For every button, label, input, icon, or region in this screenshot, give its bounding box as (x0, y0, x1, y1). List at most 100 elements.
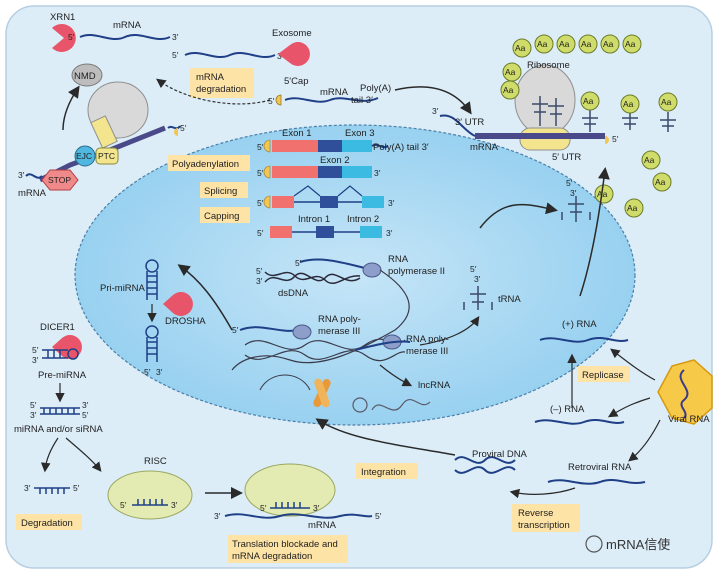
to-degradation-arrow (40, 437, 59, 473)
five-prime-label: 5′ (82, 410, 89, 420)
aa-circle (556, 34, 576, 54)
translation-blockade-text-b: mRNA degradation (232, 551, 312, 562)
splice-chevrons (293, 185, 363, 197)
five-prime-label: 5′ (268, 96, 275, 106)
three-prime-label: 3′ (277, 51, 284, 61)
three-prime-label: 3′ (386, 228, 393, 238)
aa-label: Aa (583, 96, 594, 106)
retroviral-rna-label: Retroviral RNA (568, 462, 632, 473)
utr5-label: 5′ UTR (552, 152, 581, 163)
three-prime-label: 3′ (256, 276, 263, 286)
mrna-exosome-strand (184, 52, 276, 58)
chromosome (313, 378, 331, 408)
rnapol3-label-a: RNA poly- (318, 314, 361, 325)
pri-mirna-label: Pri-miRNA (100, 283, 146, 294)
lncrna-arrow (379, 364, 413, 387)
xrn1-label: XRN1 (50, 12, 75, 23)
intron2-label: Intron 2 (347, 214, 379, 225)
three-prime-label: 3′ (313, 503, 320, 513)
capping-box (200, 207, 250, 223)
mrna-degradation-text-a: mRNA (196, 72, 225, 83)
trna-arrow (419, 316, 480, 346)
drosha-label: DROSHA (165, 316, 206, 327)
three-prime-label: 3′ (388, 198, 395, 208)
mrna-top-label: mRNA (113, 20, 142, 31)
trna-export-arrow (479, 202, 558, 229)
three-prime-label: 3′ (172, 32, 179, 42)
exon3-row4 (360, 226, 382, 238)
replicase-box (578, 366, 630, 382)
degradation-text: Degradation (21, 518, 73, 529)
stop-hexagon (41, 169, 79, 191)
rnapol3b-label-a: RNA poly- (406, 334, 449, 345)
aa-label: Aa (625, 39, 636, 49)
aa-circle (600, 34, 620, 54)
minus-rna-label: (–) RNA (550, 404, 585, 415)
intron1-label: Intron 1 (298, 214, 330, 225)
reverse-text-b: transcription (518, 520, 570, 531)
chromatin-coil (259, 374, 311, 391)
viral-to-retroviral-arrow (628, 419, 661, 462)
mrna-degradation-box (190, 68, 254, 98)
virus-capsid (657, 359, 713, 425)
aa-circle (624, 198, 644, 218)
three-prime-label: 3′ (82, 400, 89, 410)
five-prime-label: 5′ (68, 32, 75, 42)
trna-ribo-2 (548, 98, 564, 126)
pre-mirna-nuclear (145, 325, 159, 362)
watermark-text: mRNA信使 (606, 537, 670, 552)
cap-row3 (263, 195, 271, 209)
mrna-risc-label: mRNA (308, 520, 337, 531)
five-prime-label: 5′ (612, 134, 619, 144)
three-prime-label: 3′ (214, 511, 221, 521)
minus-rna-strand (534, 419, 625, 425)
aa-label: Aa (581, 39, 592, 49)
ptc-box (95, 147, 119, 165)
exon1-row1 (272, 140, 318, 152)
splicing-text: Splicing (204, 186, 237, 197)
aa-label: Aa (603, 39, 614, 49)
cap-row1 (263, 139, 271, 153)
risc-label: RISC (144, 456, 167, 467)
five-prime-label: 5′ (120, 500, 127, 510)
five-prime-label: 5′ (257, 168, 264, 178)
tail3-label: tail 3′ (351, 95, 373, 106)
mirna-duplex (40, 407, 80, 415)
risc-complex-bound (244, 463, 336, 517)
aa-circle (500, 80, 520, 100)
target-mrna-strand (224, 513, 373, 519)
translation-blockade-text-a: Translation blockade and (232, 539, 338, 550)
five-prime-label: 5′ (295, 258, 302, 268)
five-prime-label: 5′ (172, 50, 179, 60)
five-prime-label: 5′ (180, 123, 187, 133)
viral-rna-strand (679, 369, 689, 419)
exosome-label: Exosome (272, 28, 312, 39)
mrna-xrn1-strand (79, 34, 171, 40)
risc-guide-strand (132, 499, 168, 506)
five-prime-label: 5′ (32, 345, 39, 355)
exon2-row1 (318, 140, 342, 152)
ejc-label: EJC (76, 151, 92, 161)
ribo-3utr-strand (439, 114, 476, 137)
ribosome-mrna-bar (475, 133, 605, 139)
pre-mirna-label: Pre-miRNA (38, 370, 87, 381)
degradation-box (16, 514, 82, 530)
nmd-arrow (62, 85, 80, 131)
polya-label: Poly(A) (360, 83, 391, 94)
nucleus (74, 124, 636, 426)
chromatin-loop (231, 269, 410, 371)
five-prime-label: 5′ (375, 511, 382, 521)
proviral-dna-strand-b (454, 466, 516, 474)
mirna-sirna-label: miRNA and/or siRNA (14, 424, 103, 435)
rnapol3-label-b: merase III (318, 326, 360, 337)
trna-label: tRNA (498, 294, 521, 305)
exon1-row3 (272, 196, 294, 208)
polyadenylation-text: Polyadenylation (172, 159, 239, 170)
three-prime-label: 3′ (30, 410, 37, 420)
rna-polymerase-2 (362, 262, 382, 278)
capping-text: Capping (204, 211, 239, 222)
five-prime-label: 5′ (232, 325, 239, 335)
pri-mirna-arrow (177, 264, 233, 331)
nmd-left-strand (25, 173, 43, 179)
